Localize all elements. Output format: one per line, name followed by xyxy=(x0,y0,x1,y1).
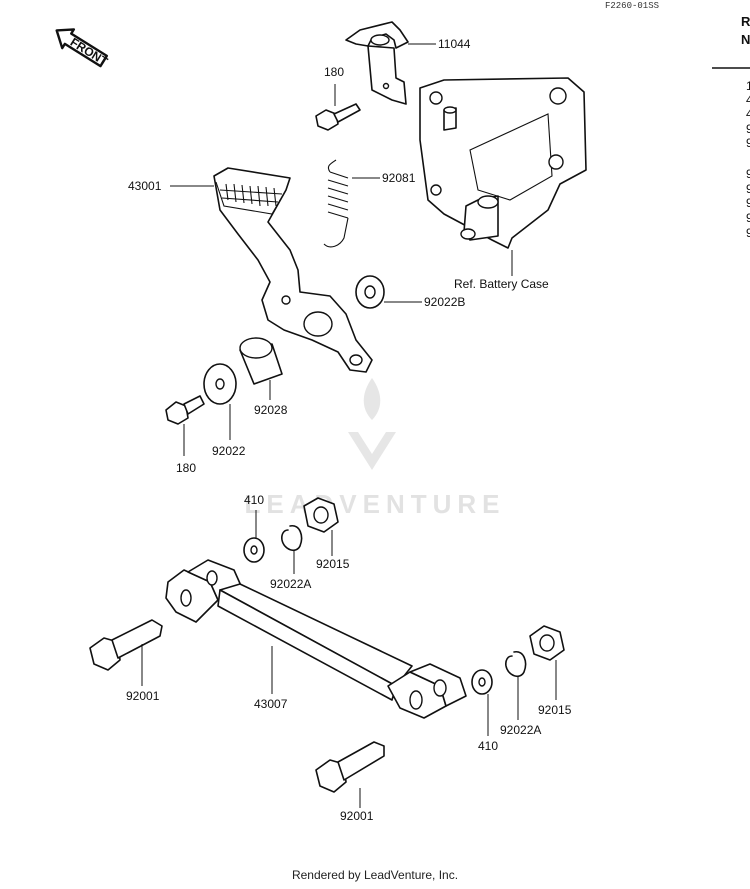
callout-92022B: 92022B xyxy=(424,295,465,309)
ref-battery-case-label: Ref. Battery Case xyxy=(454,277,549,291)
brake-pedal-43001 xyxy=(170,167,373,373)
bolt-180-top xyxy=(315,84,361,131)
bolt-180-bottom xyxy=(165,395,205,456)
callout-43007: 43007 xyxy=(254,697,288,711)
side-row: 1 xyxy=(746,79,750,93)
callout-43001: 43001 xyxy=(128,179,162,193)
figure-code: F2260-01SS xyxy=(605,1,659,11)
side-header-r: R xyxy=(741,14,750,29)
callout-92001-bottom: 92001 xyxy=(340,809,374,823)
callout-180-bottom: 180 xyxy=(176,461,196,475)
washer-410-top xyxy=(243,510,265,563)
side-row: 9 xyxy=(746,136,750,150)
lockwasher-92022A-right xyxy=(505,651,527,720)
side-row: 4 xyxy=(746,93,750,107)
washer-92022 xyxy=(203,363,237,440)
callout-180-top: 180 xyxy=(324,65,344,79)
collar-92028 xyxy=(239,337,283,400)
side-row: 4 xyxy=(746,107,750,121)
callout-92022: 92022 xyxy=(212,444,246,458)
bolt-92001-bottom xyxy=(315,741,385,808)
bracket-11044 xyxy=(345,21,436,105)
footer-credit: Rendered by LeadVenture, Inc. xyxy=(291,868,459,882)
watermark-text: LEADVENTURE xyxy=(244,489,505,519)
side-row: 9 xyxy=(746,196,750,210)
nut-92015-top xyxy=(303,497,339,556)
callout-92028: 92028 xyxy=(254,403,288,417)
bolt-92001-left xyxy=(89,619,163,686)
rod-43007 xyxy=(165,559,467,719)
side-header-n: N xyxy=(741,32,750,47)
callout-410-right: 410 xyxy=(478,739,498,753)
washer-410-right xyxy=(471,669,493,736)
washer-92022B xyxy=(355,275,422,309)
side-row: 9 xyxy=(746,226,750,240)
callout-92081: 92081 xyxy=(382,171,416,185)
battery-case-plate xyxy=(419,77,587,276)
side-row: 9 xyxy=(746,182,750,196)
callout-92022A-top: 92022A xyxy=(270,577,311,591)
front-arrow-icon: FRONT xyxy=(55,28,111,69)
front-label: FRONT xyxy=(68,35,111,69)
side-row: 9 xyxy=(746,211,750,225)
side-row: 9 xyxy=(746,167,750,181)
side-column: R N 1 4 4 9 9 9 9 9 9 9 xyxy=(712,14,750,240)
callout-92001-left: 92001 xyxy=(126,689,160,703)
lockwasher-92022A-top xyxy=(281,525,303,574)
side-row: 9 xyxy=(746,122,750,136)
callout-410-top: 410 xyxy=(244,493,264,507)
spring-92081 xyxy=(323,159,380,248)
callout-92022A-right: 92022A xyxy=(500,723,541,737)
callout-11044: 11044 xyxy=(438,37,471,51)
callout-92015-right: 92015 xyxy=(538,703,572,717)
callout-92015-top: 92015 xyxy=(316,557,350,571)
watermark-logo: LEADVENTURE xyxy=(244,378,505,519)
nut-92015-right xyxy=(529,625,565,700)
